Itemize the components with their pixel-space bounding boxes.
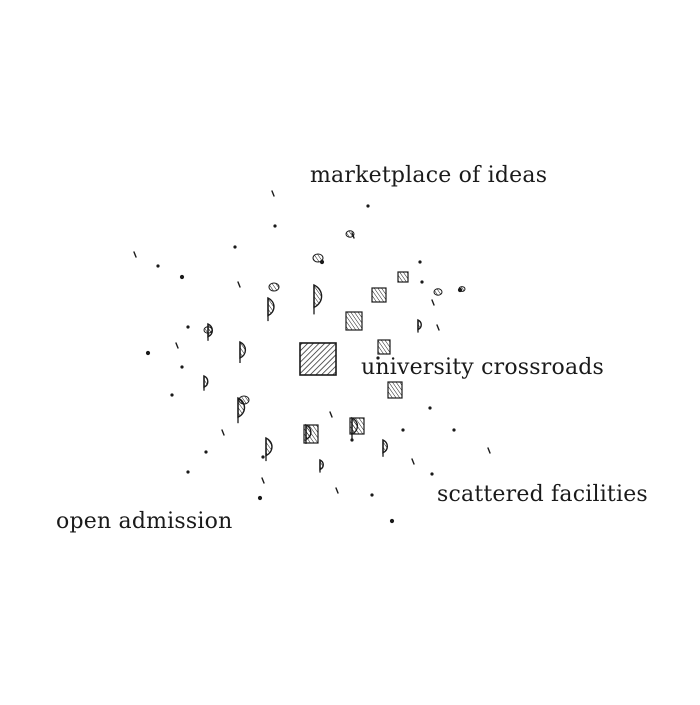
dot-mark [221,429,225,436]
dot-mark [430,472,434,476]
building-mark [371,287,387,303]
flag-mark [267,296,275,317]
small-blob-mark [312,253,324,263]
dot-mark [366,204,370,208]
dot-mark [420,280,424,284]
dot-mark [204,450,208,454]
small-blob-mark [345,230,355,238]
dot-mark [133,251,137,258]
dot-mark [418,260,422,264]
flag-mark [313,283,323,309]
dot-mark [452,428,456,432]
dot-mark [237,281,241,288]
dot-mark [257,495,263,501]
dot-mark [389,518,395,524]
dot-mark [335,487,339,494]
dot-mark [180,365,184,369]
dot-mark [271,190,275,197]
label-university-crossroads: university crossroads [361,355,605,380]
dot-mark [487,447,491,454]
label-scattered-facilities: scattered facilities [437,482,648,507]
dot-mark [401,428,405,432]
label-marketplace-of-ideas: marketplace of ideas [310,163,548,188]
dot-mark [431,299,435,306]
building-mark [345,311,363,331]
small-blob-mark [433,288,443,296]
dot-mark [156,264,160,268]
building-mark [397,271,409,283]
dot-mark [273,224,277,228]
dot-mark [179,274,185,280]
dot-mark [261,455,265,459]
dot-mark [376,356,380,360]
building-mark [377,339,391,355]
dot-mark [428,406,432,410]
dot-mark [350,438,354,442]
small-blob-mark [458,286,466,292]
dot-mark [436,324,440,331]
dot-mark [411,458,415,465]
dot-mark [329,411,333,418]
building-mark [387,381,403,399]
flag-mark [265,436,273,457]
small-blob-mark [238,395,250,405]
dot-mark [145,350,151,356]
small-blob-mark [203,326,213,334]
dot-mark [175,342,179,349]
dot-mark [233,245,237,249]
flag-mark [239,340,247,360]
dot-mark [170,393,174,397]
flag-mark [382,438,389,454]
central-building-mark [299,342,337,376]
dot-mark [370,493,374,497]
dot-mark [186,325,190,329]
label-open-admission: open admission [56,509,233,534]
dot-mark [261,477,265,484]
dot-mark [186,470,190,474]
small-blob-mark [268,282,280,292]
